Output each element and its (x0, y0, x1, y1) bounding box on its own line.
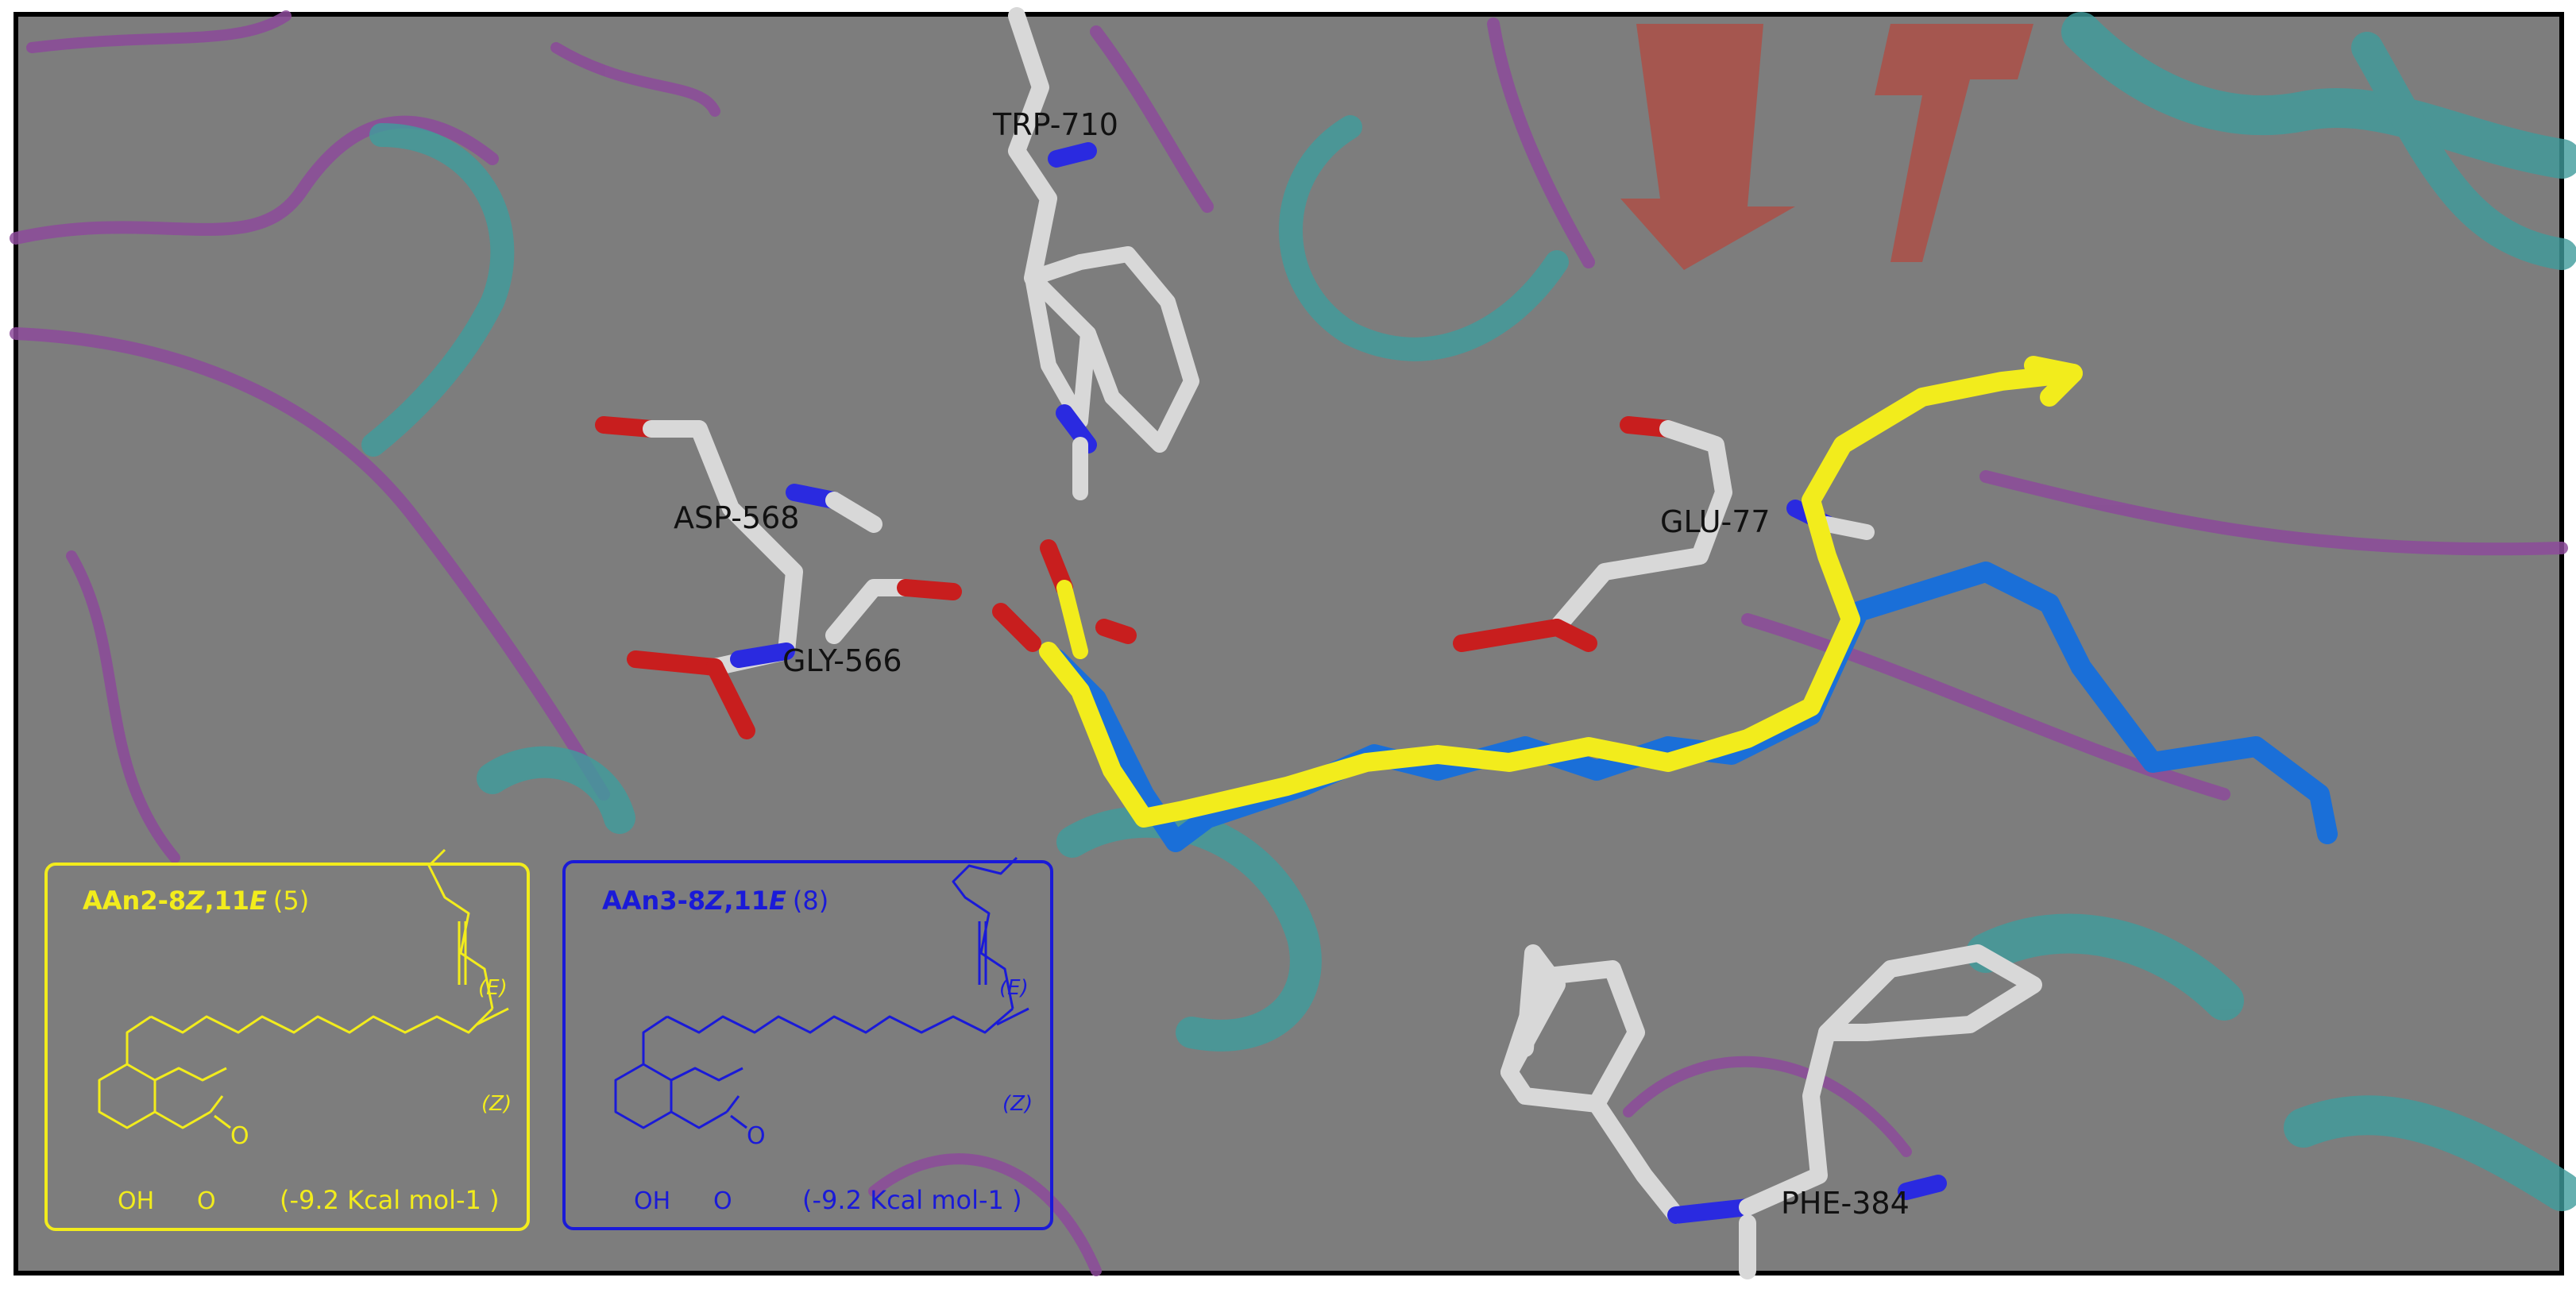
ribbon-sheet (1875, 24, 2033, 262)
ribbon-sheet (1620, 24, 1795, 270)
ribbon-helix (361, 123, 515, 457)
compound-title: AAn3-8Z,11E(8) (602, 886, 828, 916)
ribbon-coil (1623, 1056, 1912, 1157)
label-oh: OH (118, 1187, 154, 1215)
ribbon-coil (26, 10, 292, 53)
compound-title: AAn2-8Z,11E(5) (83, 886, 309, 916)
ribbon-helix (2284, 1095, 2576, 1211)
label-trp-710: TRP-710 (992, 107, 1118, 142)
label-gly-566: GLY-566 (782, 643, 902, 678)
compound-box-border (44, 863, 530, 1231)
label-e: (E) (999, 976, 1029, 1000)
ribbon-coil (550, 42, 720, 117)
protein-ribbons (10, 10, 2568, 1276)
ribbon-helix (2351, 32, 2576, 270)
binding-energy: (-9.2 Kcal mol-1 ) (802, 1185, 1022, 1215)
compound-box-border (562, 860, 1053, 1230)
structure-drawing (98, 848, 509, 1129)
ribbon-coil (10, 115, 499, 245)
label-o-carbonyl: O (747, 1122, 766, 1150)
ligand-yellow (1039, 356, 2083, 828)
ligand-blue (1046, 562, 2338, 852)
label-e: (E) (478, 976, 508, 1000)
ribbon-coil (1979, 470, 2568, 556)
structure-drawing (614, 856, 1029, 1129)
compound-box-yellow: AAn2-8Z,11E(5) (E) (Z) O O OH (-9.2 Kcal… (44, 848, 530, 1231)
ribbon-coil (1090, 25, 1214, 213)
ligand-carbonyl (1056, 580, 1088, 659)
protein-helices (361, 12, 2576, 1211)
residue-glu-77 (1453, 416, 1875, 652)
ribbon-coil (10, 327, 610, 801)
label-phe-384: PHE-384 (1781, 1186, 1910, 1221)
ribbon-helix (2061, 12, 2576, 179)
binding-energy: (-9.2 Kcal mol-1 ) (280, 1185, 500, 1215)
label-oh: OH (634, 1187, 670, 1215)
label-asp-568: ASP-568 (674, 500, 799, 535)
label-z: (Z) (1002, 1092, 1033, 1116)
ribbon-helix (477, 746, 635, 834)
label-z: (Z) (481, 1092, 512, 1116)
compound-box-blue: AAn3-8Z,11E(8) (E) (Z) O O OH (-9.2 Kcal… (562, 856, 1053, 1230)
ribbon-coil (66, 550, 180, 863)
ribbon-coil (1741, 613, 2230, 801)
label-o-carbonyl: O (230, 1122, 249, 1150)
ribbon-helix (1279, 115, 1569, 361)
ribbon-coil (1487, 17, 1595, 268)
label-o-ester: O (197, 1187, 216, 1215)
label-glu-77: GLU-77 (1660, 504, 1771, 539)
ribbon-helix (1966, 913, 2244, 1021)
ribbon-coil (868, 1153, 1102, 1276)
residue-trp-710 (1008, 7, 1199, 500)
residue-gly-566 (730, 579, 962, 668)
label-o-ester: O (713, 1187, 732, 1215)
protein-sheets (1620, 24, 2033, 270)
residue-phe-384 (1500, 944, 2042, 1279)
